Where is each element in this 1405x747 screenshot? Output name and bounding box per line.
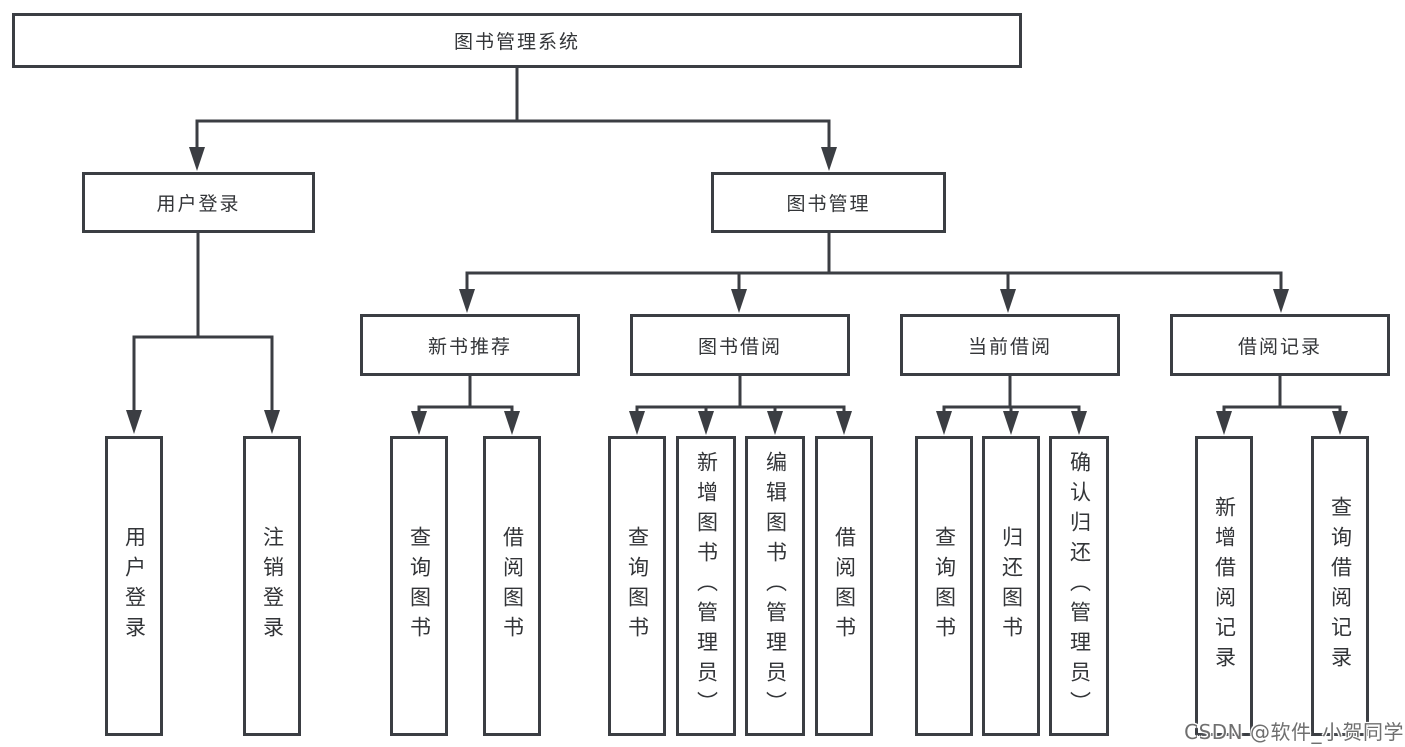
- arrowheads-book-borrow-branch: [629, 411, 852, 435]
- leaf-borrow-books-borrow: 借阅图书: [815, 436, 873, 736]
- leaf-logout-label: 注销登录: [260, 526, 285, 646]
- leaf-borrow-books-borrow-label: 借阅图书: [832, 526, 857, 646]
- leaf-return-books-label: 归还图书: [999, 526, 1024, 646]
- connector-root-to-level2: [195, 68, 831, 150]
- leaf-confirm-return-admin-label: 确认归还（管理员）: [1067, 451, 1092, 721]
- leaf-query-borrow-record-label: 查询借阅记录: [1328, 496, 1353, 676]
- leaf-query-books-borrow-label: 查询图书: [625, 526, 650, 646]
- connector-book-borrow-branch: [635, 376, 846, 412]
- leaf-query-borrow-record: 查询借阅记录: [1311, 436, 1369, 736]
- connector-borrow-record-branch: [1222, 376, 1342, 412]
- leaf-confirm-return-admin: 确认归还（管理员）: [1049, 436, 1109, 736]
- connector-current-borrow-branch: [942, 376, 1081, 412]
- leaf-query-books-recommend: 查询图书: [390, 436, 448, 736]
- node-book-borrow: 图书借阅: [630, 314, 850, 376]
- leaf-return-books: 归还图书: [982, 436, 1040, 736]
- leaf-user-login: 用户登录: [105, 436, 163, 736]
- node-current-borrow: 当前借阅: [900, 314, 1120, 376]
- node-new-book-recommend: 新书推荐: [360, 314, 580, 376]
- leaf-query-books-recommend-label: 查询图书: [407, 526, 432, 646]
- node-book-management: 图书管理: [711, 172, 946, 233]
- leaf-query-books-current-label: 查询图书: [932, 526, 957, 646]
- arrowheads-level2: [189, 147, 837, 171]
- leaf-logout: 注销登录: [243, 436, 301, 736]
- leaf-query-books-borrow: 查询图书: [608, 436, 666, 736]
- node-root: 图书管理系统: [12, 13, 1022, 68]
- connector-new-book-branch: [417, 376, 514, 412]
- leaf-borrow-books-recommend-label: 借阅图书: [500, 526, 525, 646]
- arrowheads-new-book-branch: [411, 411, 520, 435]
- leaf-add-borrow-record-label: 新增借阅记录: [1212, 496, 1237, 676]
- leaf-query-books-current: 查询图书: [915, 436, 973, 736]
- node-borrow-records: 借阅记录: [1170, 314, 1390, 376]
- leaf-edit-book-admin: 编辑图书（管理员）: [745, 436, 805, 736]
- leaf-borrow-books-recommend: 借阅图书: [483, 436, 541, 736]
- connector-book-management-branch: [465, 233, 1283, 290]
- arrowheads-user-login-branch: [126, 410, 280, 434]
- leaf-user-login-label: 用户登录: [122, 526, 147, 646]
- leaf-add-borrow-record: 新增借阅记录: [1195, 436, 1253, 736]
- node-user-login: 用户登录: [82, 172, 315, 233]
- leaf-add-book-admin: 新增图书（管理员）: [676, 436, 736, 736]
- watermark: CSDN @软件_小贺同学: [1184, 720, 1404, 744]
- arrowheads-current-borrow-branch: [936, 411, 1087, 435]
- arrowheads-borrow-record-branch: [1216, 411, 1348, 435]
- leaf-add-book-admin-label: 新增图书（管理员）: [694, 451, 719, 721]
- connector-user-login-branch: [132, 233, 274, 411]
- arrowheads-book-management-branch: [459, 289, 1289, 313]
- leaf-edit-book-admin-label: 编辑图书（管理员）: [763, 451, 788, 721]
